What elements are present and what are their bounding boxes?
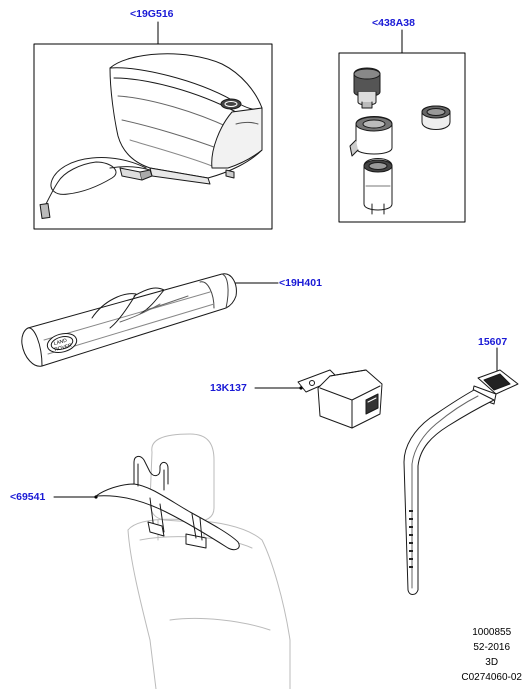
callout-bag[interactable]: <19H401 (279, 277, 322, 289)
callout-hanger[interactable]: <69541 (10, 491, 46, 503)
strap-illustration (403, 369, 519, 595)
adapter-illustration (297, 369, 383, 429)
hanger-illustration (95, 455, 240, 551)
reference-number: 1000855 (472, 627, 512, 638)
seat-illustration (127, 433, 291, 689)
callout-strap[interactable]: 15607 (478, 336, 508, 348)
svg-text:ROVER: ROVER (54, 343, 73, 353)
cool-box-frame (33, 43, 273, 230)
reference-date: 52-2016 (473, 642, 511, 653)
svg-text:LAND: LAND (53, 338, 68, 347)
bag-illustration: LAND ROVER (21, 273, 237, 367)
callout-cool-box[interactable]: <19G516 (130, 8, 174, 20)
reference-code: C0274060-02 (461, 672, 522, 683)
callout-lighter[interactable]: <438A38 (372, 17, 415, 29)
diagram-reference: 1000855 52-2016 3D C0274060-02 (461, 625, 522, 685)
cool-box-illustration (39, 53, 263, 219)
lighter-illustration (349, 67, 451, 215)
callout-adapter[interactable]: 13K137 (210, 382, 247, 394)
reference-view: 3D (485, 657, 499, 668)
